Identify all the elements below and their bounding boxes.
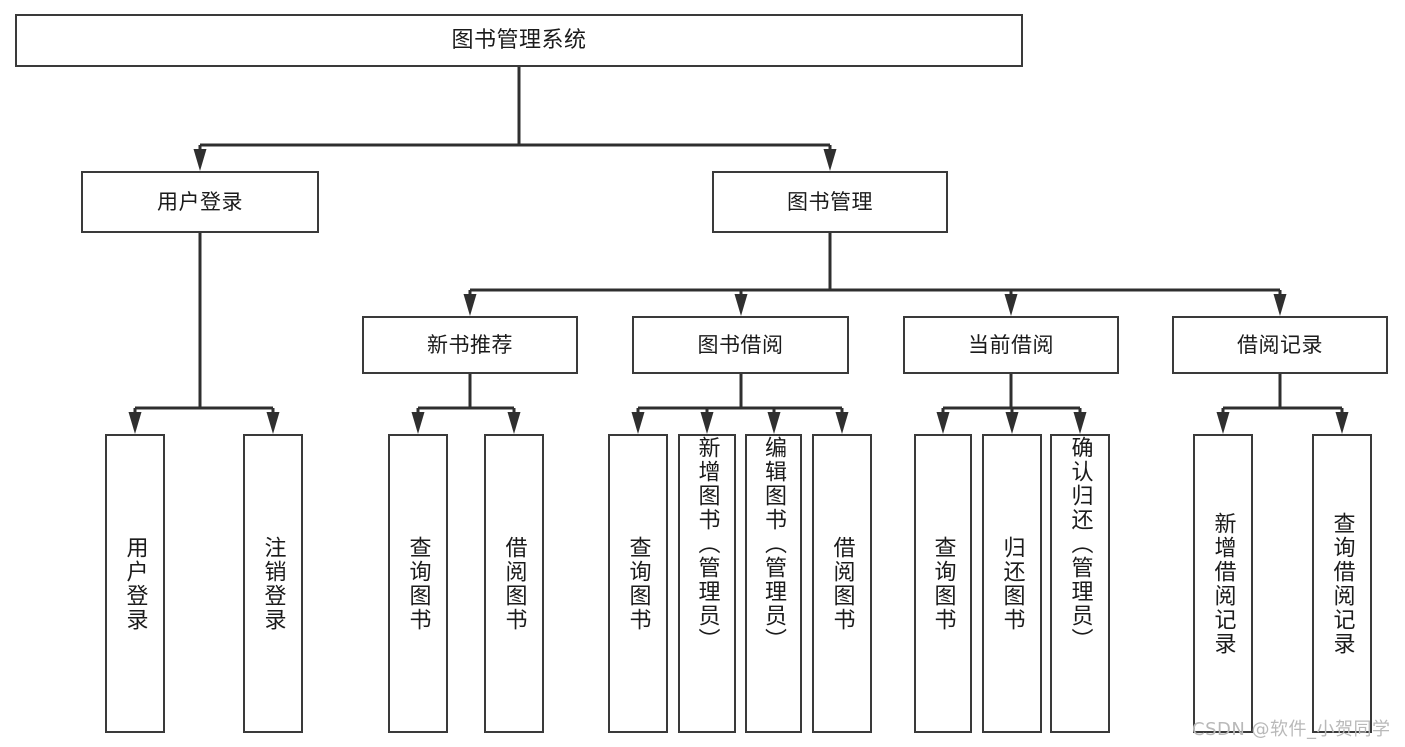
node-label: 查询借阅记录 bbox=[1329, 511, 1355, 656]
watermark-text: CSDN @软件_小贺同学 bbox=[1192, 719, 1391, 740]
node-label: 当前借阅 bbox=[968, 332, 1054, 357]
node-book-borrow[interactable]: 图书借阅 bbox=[632, 316, 849, 374]
node-label: 借阅记录 bbox=[1237, 332, 1323, 357]
node-leaf-borrow-book-2[interactable]: 借阅图书 bbox=[812, 434, 872, 733]
node-label: 借阅图书 bbox=[501, 535, 527, 632]
node-label: 查询图书 bbox=[930, 535, 956, 632]
node-leaf-confirm-return[interactable]: 确认归还（管理员） bbox=[1050, 434, 1110, 733]
node-label: 查询图书 bbox=[405, 535, 431, 632]
node-label: 借阅图书 bbox=[829, 535, 855, 632]
node-label: 确认归还（管理员） bbox=[1067, 436, 1093, 652]
node-leaf-query-record[interactable]: 查询借阅记录 bbox=[1312, 434, 1372, 733]
node-label: 图书管理系统 bbox=[451, 27, 587, 53]
node-label: 注销登录 bbox=[260, 535, 286, 632]
node-label: 用户登录 bbox=[122, 535, 148, 632]
node-leaf-query-book-1[interactable]: 查询图书 bbox=[388, 434, 448, 733]
node-label: 新书推荐 bbox=[427, 332, 513, 357]
node-label: 新增借阅记录 bbox=[1210, 511, 1236, 656]
node-label: 归还图书 bbox=[999, 535, 1025, 632]
node-leaf-return-book[interactable]: 归还图书 bbox=[982, 434, 1042, 733]
node-user-login[interactable]: 用户登录 bbox=[81, 171, 319, 233]
node-label: 图书管理 bbox=[787, 189, 873, 214]
node-label: 新增图书（管理员） bbox=[694, 436, 720, 652]
node-leaf-query-book-3[interactable]: 查询图书 bbox=[914, 434, 972, 733]
node-leaf-edit-book[interactable]: 编辑图书（管理员） bbox=[745, 434, 802, 733]
node-label: 用户登录 bbox=[157, 189, 243, 214]
node-new-book-rec[interactable]: 新书推荐 bbox=[362, 316, 578, 374]
node-leaf-user-login[interactable]: 用户登录 bbox=[105, 434, 165, 733]
node-leaf-add-record[interactable]: 新增借阅记录 bbox=[1193, 434, 1253, 733]
node-book-manage[interactable]: 图书管理 bbox=[712, 171, 948, 233]
node-leaf-borrow-book-1[interactable]: 借阅图书 bbox=[484, 434, 544, 733]
node-label: 编辑图书（管理员） bbox=[761, 436, 787, 652]
node-leaf-logout[interactable]: 注销登录 bbox=[243, 434, 303, 733]
node-borrow-record[interactable]: 借阅记录 bbox=[1172, 316, 1388, 374]
node-label: 图书借阅 bbox=[697, 332, 784, 357]
node-leaf-add-book[interactable]: 新增图书（管理员） bbox=[678, 434, 736, 733]
node-root[interactable]: 图书管理系统 bbox=[15, 14, 1023, 67]
node-leaf-query-book-2[interactable]: 查询图书 bbox=[608, 434, 668, 733]
node-label: 查询图书 bbox=[625, 535, 651, 632]
node-current-borrow[interactable]: 当前借阅 bbox=[903, 316, 1119, 374]
